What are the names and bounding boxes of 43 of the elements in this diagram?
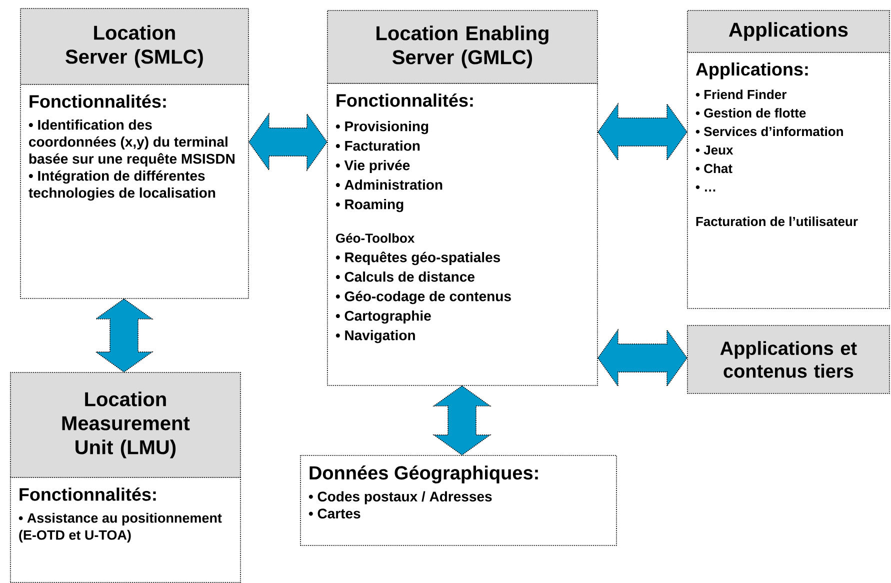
list-item: • Chat	[696, 164, 732, 174]
list-item: • Requêtes géo-spatiales	[336, 252, 500, 266]
list-item: • Jeux	[696, 146, 734, 155]
double-arrow	[248, 112, 328, 172]
list-item: • Cartographie	[336, 310, 431, 324]
list-item: • Calculs de distance	[336, 272, 474, 282]
list-item: • Codes postaux / Adresses	[308, 491, 492, 504]
list-item: • Administration	[336, 180, 442, 190]
list-item: • Navigation	[336, 330, 415, 344]
heading-text: Données Géographiques:	[310, 465, 538, 484]
header-box: Location Measurement Unit (LMU)	[10, 372, 241, 478]
list-item: • Géo-codage de contenus	[336, 290, 511, 304]
function-box	[687, 52, 890, 309]
function-box	[327, 83, 598, 386]
list-item: • …	[696, 185, 716, 192]
header-box: Location Server (SMLC)	[20, 8, 249, 85]
list-item: • Assistance au positionnement (E-OTD et U-TOA)	[18, 512, 222, 542]
header-box: Location Enabling Server (GMLC)	[327, 10, 598, 84]
list-item: • Intégration de différentes technologies de localisation	[28, 170, 216, 201]
double-arrow	[597, 102, 688, 162]
heading-text: Fonctionnalités:	[20, 487, 156, 501]
list-item: • Friend Finder	[696, 90, 786, 100]
heading-text: Fonctionnalités:	[30, 94, 166, 108]
heading-text: Applications:	[696, 62, 808, 80]
list-item: • Cartes	[308, 508, 360, 519]
double-arrow	[94, 298, 154, 373]
list-item: • Services d’information	[696, 126, 843, 136]
list-item: • Facturation	[336, 140, 420, 151]
function-box	[300, 455, 617, 546]
function-box	[10, 477, 241, 583]
header-box: Applications	[687, 10, 890, 53]
list-item: • Vie privée	[336, 160, 410, 174]
list-item: Facturation de l’utilisateur	[696, 216, 858, 226]
header-box: Applications et contenus tiers	[687, 325, 890, 394]
double-arrow	[597, 328, 688, 388]
list-item: • Roaming	[336, 199, 404, 212]
list-item: • Gestion de flotte	[696, 108, 806, 118]
list-item: • Identification des coordonnées (x,y) du terminal basée sur une requête MSISDN	[28, 120, 234, 167]
double-arrow	[432, 385, 492, 456]
heading-text: Fonctionnalités:	[336, 93, 473, 107]
list-item: Géo-Toolbox	[336, 233, 415, 243]
function-box	[20, 84, 249, 299]
list-item: • Provisioning	[336, 121, 428, 134]
